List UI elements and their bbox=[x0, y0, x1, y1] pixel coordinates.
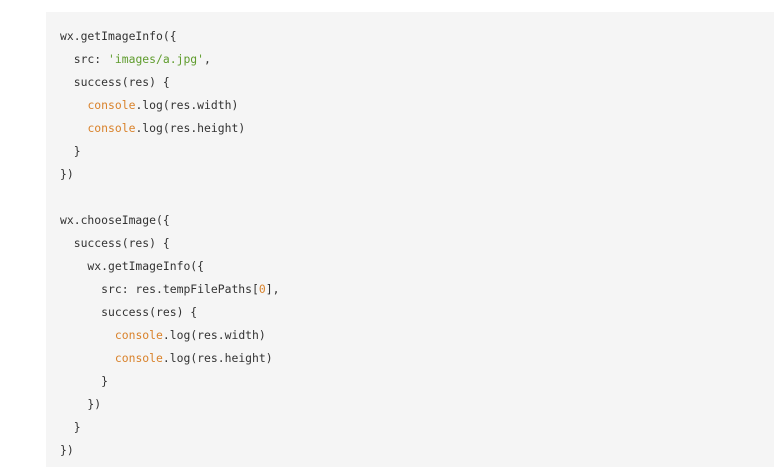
code-line: } bbox=[60, 370, 108, 393]
code-line: } bbox=[60, 416, 81, 439]
code-line: console.log(res.width) bbox=[60, 94, 238, 117]
code-token-str: 'images/a.jpg' bbox=[108, 52, 205, 66]
code-token: .log(res.height) bbox=[162, 351, 273, 365]
code-token: }) bbox=[60, 443, 74, 457]
code-token: wx.getImageInfo({ bbox=[60, 29, 177, 43]
code-line: console.log(res.height) bbox=[60, 347, 273, 370]
code-token bbox=[60, 121, 87, 135]
code-token: .log(res.width) bbox=[135, 98, 239, 112]
code-line: }) bbox=[60, 439, 74, 462]
code-block: wx.getImageInfo({ src: 'images/a.jpg', s… bbox=[46, 12, 774, 467]
code-token-builtin: console bbox=[114, 328, 163, 342]
code-token: success(res) { bbox=[60, 236, 170, 250]
code-line: console.log(res.height) bbox=[60, 117, 245, 140]
code-line: success(res) { bbox=[60, 71, 170, 94]
code-token: src: res.tempFilePaths[ bbox=[60, 282, 259, 296]
code-token-builtin: console bbox=[114, 351, 163, 365]
code-token-num: 0 bbox=[258, 282, 266, 296]
code-token: wx.chooseImage({ bbox=[60, 213, 170, 227]
code-line: } bbox=[60, 140, 81, 163]
code-line: success(res) { bbox=[60, 232, 170, 255]
code-token: success(res) { bbox=[60, 305, 198, 319]
code-line: wx.getImageInfo({ bbox=[60, 255, 204, 278]
code-token: }) bbox=[60, 167, 74, 181]
code-line: success(res) { bbox=[60, 301, 197, 324]
code-line: }) bbox=[60, 163, 74, 186]
code-token: .log(res.width) bbox=[162, 328, 266, 342]
code-token bbox=[60, 98, 87, 112]
code-token: }) bbox=[60, 397, 102, 411]
code-line: src: res.tempFilePaths[0], bbox=[60, 278, 279, 301]
code-token: } bbox=[60, 420, 81, 434]
code-line: wx.chooseImage({ bbox=[60, 209, 170, 232]
code-line: }) bbox=[60, 393, 101, 416]
code-line: console.log(res.width) bbox=[60, 324, 266, 347]
code-token bbox=[60, 328, 115, 342]
code-line: src: 'images/a.jpg', bbox=[60, 48, 211, 71]
code-token: success(res) { bbox=[60, 75, 170, 89]
code-line: wx.getImageInfo({ bbox=[60, 25, 177, 48]
code-token: src: bbox=[60, 52, 109, 66]
code-token-builtin: console bbox=[87, 121, 136, 135]
code-token: .log(res.height) bbox=[135, 121, 246, 135]
code-token: , bbox=[204, 52, 211, 66]
code-token: } bbox=[60, 374, 109, 388]
code-token: ], bbox=[265, 282, 280, 296]
code-token-builtin: console bbox=[87, 98, 136, 112]
code-token: wx.getImageInfo({ bbox=[60, 259, 205, 273]
code-token: } bbox=[60, 144, 81, 158]
code-token bbox=[60, 351, 115, 365]
